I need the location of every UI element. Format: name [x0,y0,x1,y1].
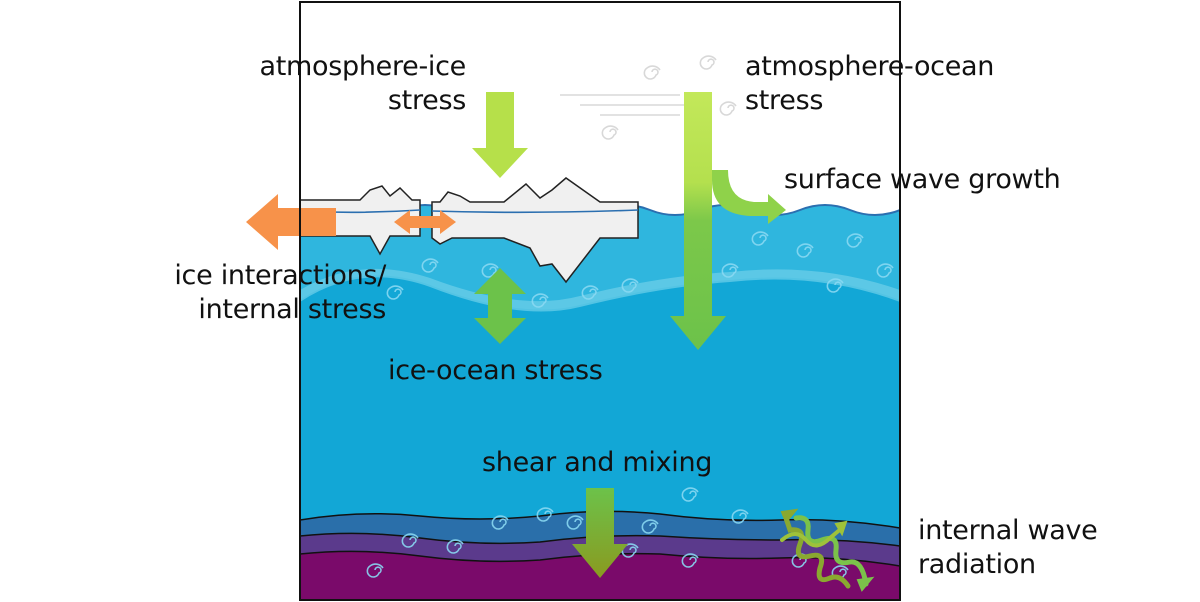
ice-interactions-label-line1: ice interactions/ [174,260,386,291]
diagram-frame [299,1,901,601]
atmosphere-ocean-stress-arrow [670,92,726,350]
ice-interactions-label: ice interactions/ internal stress [120,259,386,327]
atmosphere-ocean-label-line2: stress [745,85,824,116]
shear-mixing-arrow [572,488,628,578]
surface-wave-growth-label: surface wave growth [784,164,1061,195]
internal-wave-radiation-arrows [780,508,875,592]
atmosphere-ocean-label: atmosphere-ocean stress [745,50,994,118]
surface-wave-growth-arrow [712,170,786,224]
ice-interactions-arrow [246,194,336,250]
internal-stress-double-arrow [394,210,456,234]
shear-and-mixing-label: shear and mixing [482,447,713,478]
ice-ocean-stress-label: ice-ocean stress [388,355,603,386]
internal-wave-radiation-label: internal wave radiation [918,514,1098,582]
atmosphere-ice-label-line2: stress [387,85,466,116]
atmosphere-ice-label: atmosphere-ice stress [238,50,466,118]
ice-floe-right [431,177,639,284]
ice-floe-left [300,185,421,256]
atmosphere-ice-label-line1: atmosphere-ice [259,51,466,82]
wind-icon [560,55,737,140]
atmosphere-ocean-label-line1: atmosphere-ocean [745,51,995,82]
internal-wave-radiation-label-line2: radiation [918,549,1036,580]
ice-interactions-label-line2: internal stress [198,294,386,325]
atmosphere-ice-stress-arrow [472,92,528,178]
internal-wave-radiation-label-line1: internal wave [918,515,1098,546]
ocean-mixed-layer-highlight [300,268,900,312]
ice-ocean-stress-arrow [474,268,526,344]
